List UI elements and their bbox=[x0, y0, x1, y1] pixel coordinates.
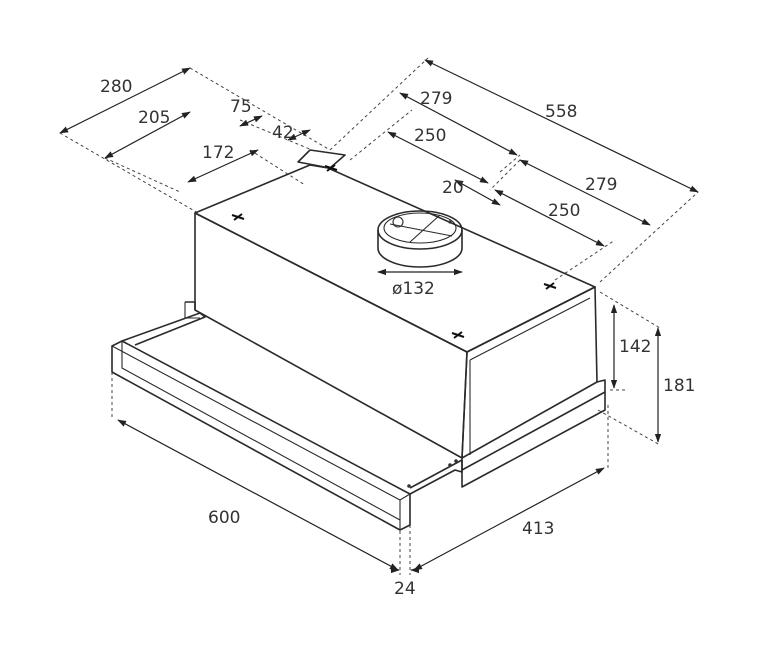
rear-cable-cutout bbox=[297, 149, 346, 169]
dim-42-label: 42 bbox=[272, 123, 294, 143]
air-outlet bbox=[377, 210, 463, 268]
dim-250-right-label: 250 bbox=[548, 201, 580, 221]
dim-279-right-label: 279 bbox=[585, 175, 617, 195]
dim-172-label: 172 bbox=[202, 143, 234, 163]
visor-rail-left bbox=[121, 312, 206, 346]
mounting-points bbox=[231, 164, 557, 339]
pull-out-visor bbox=[111, 312, 463, 531]
extension-lines bbox=[59, 57, 699, 575]
dim-279-top-label: 279 bbox=[420, 89, 452, 109]
dim-205-label: 205 bbox=[138, 108, 170, 128]
dim-280-label: 280 bbox=[100, 77, 132, 97]
dim-558-label: 558 bbox=[545, 102, 577, 122]
dimension-labels: 280 205 75 42 172 279 558 250 20 279 250… bbox=[100, 77, 695, 599]
hood-top-panel bbox=[194, 164, 596, 353]
dim-24-label: 24 bbox=[394, 579, 416, 599]
visor-rail-right bbox=[409, 459, 463, 495]
dimension-lines bbox=[59, 59, 699, 574]
dim-600-label: 600 bbox=[208, 508, 240, 528]
dim-142-label: 142 bbox=[619, 337, 651, 357]
hood-front-panel bbox=[194, 212, 468, 459]
mount-point-rear-center bbox=[324, 164, 338, 172]
dim-181-label: 181 bbox=[663, 376, 695, 396]
mount-point-right bbox=[543, 282, 557, 290]
dim-75-label: 75 bbox=[230, 97, 252, 117]
dim-20-label: 20 bbox=[442, 178, 464, 198]
base-frame bbox=[184, 301, 606, 488]
mount-point-rear-left bbox=[231, 213, 245, 221]
dim-413-label: 413 bbox=[522, 519, 554, 539]
mount-point-front bbox=[451, 331, 465, 339]
dim-outlet-diameter-label: ø132 bbox=[392, 279, 435, 299]
dim-250-top-label: 250 bbox=[414, 126, 446, 146]
